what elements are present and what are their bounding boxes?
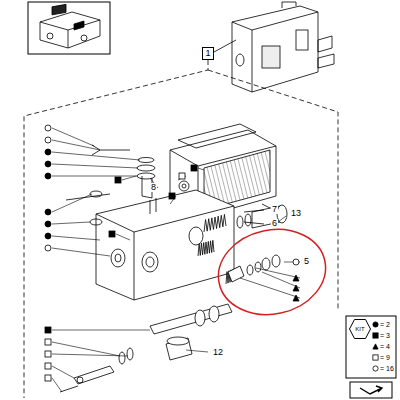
leader-line bbox=[52, 330, 150, 331]
leader-line bbox=[52, 354, 128, 356]
leader-line bbox=[198, 168, 204, 170]
part-markers bbox=[45, 125, 300, 392]
part-marker bbox=[45, 137, 51, 143]
valve-body bbox=[96, 176, 234, 300]
part-marker bbox=[45, 351, 51, 357]
legend-symbol bbox=[372, 343, 379, 350]
part-marker bbox=[109, 231, 115, 237]
leader-line bbox=[52, 128, 94, 146]
legend-row: = 3 bbox=[372, 332, 390, 339]
callout-number: 5 bbox=[303, 257, 310, 266]
leader-line bbox=[116, 234, 130, 240]
leader-line bbox=[52, 248, 110, 256]
leader-line bbox=[256, 268, 300, 278]
part-marker bbox=[115, 177, 121, 183]
kit-hexagon: KIT bbox=[349, 319, 371, 339]
legend-row: = 2 bbox=[372, 321, 390, 328]
callout-number: 1 bbox=[205, 49, 210, 58]
part-marker bbox=[45, 149, 51, 155]
leader-line bbox=[52, 164, 138, 168]
leader-line bbox=[52, 366, 74, 378]
leader-line bbox=[52, 140, 100, 150]
valve-assembly bbox=[232, 2, 334, 92]
leader-line bbox=[52, 236, 100, 240]
legend-text: = 3 bbox=[380, 332, 390, 339]
part-marker bbox=[373, 366, 378, 371]
callout-number: 8 bbox=[150, 183, 157, 192]
legend-symbol bbox=[372, 365, 379, 372]
part-marker bbox=[45, 375, 51, 381]
spring-coil bbox=[198, 240, 214, 256]
part-marker bbox=[373, 333, 378, 338]
callout-number: 7 bbox=[271, 205, 278, 214]
lower-parts bbox=[60, 304, 232, 392]
part-marker bbox=[169, 193, 175, 199]
legend-row: = 4 bbox=[372, 343, 390, 350]
legend-text: = 2 bbox=[380, 321, 390, 328]
part-marker bbox=[179, 173, 185, 179]
legend-row: = 16 bbox=[372, 365, 394, 372]
spring-coil bbox=[204, 214, 226, 232]
legend-symbol bbox=[372, 354, 379, 361]
legend-text: = 16 bbox=[380, 365, 394, 372]
part-marker bbox=[45, 245, 51, 251]
leader-line bbox=[262, 272, 300, 288]
part-marker bbox=[45, 161, 51, 167]
part-marker bbox=[45, 173, 51, 179]
legend-box bbox=[346, 316, 396, 378]
leader-line bbox=[52, 176, 138, 177]
screw bbox=[244, 210, 264, 212]
part-marker bbox=[293, 259, 299, 265]
part-marker bbox=[293, 285, 299, 291]
leader-line bbox=[278, 216, 286, 222]
navigation-icon bbox=[350, 382, 392, 398]
leader-line bbox=[52, 194, 92, 212]
o-rings bbox=[66, 145, 155, 225]
leader-line bbox=[186, 350, 208, 352]
part-marker bbox=[373, 344, 378, 349]
leader-line bbox=[214, 40, 236, 52]
legend-text: = 9 bbox=[380, 354, 390, 361]
legend-symbol bbox=[372, 321, 379, 328]
part-marker bbox=[45, 221, 51, 227]
part-marker bbox=[191, 165, 197, 171]
legend-symbol bbox=[372, 332, 379, 339]
callout-box: 1 bbox=[202, 47, 214, 60]
part-marker bbox=[45, 339, 51, 345]
part-marker bbox=[45, 327, 51, 333]
callout-number: 12 bbox=[212, 348, 224, 357]
leader-line bbox=[240, 278, 300, 298]
spool bbox=[237, 205, 287, 228]
leader-line bbox=[122, 176, 136, 180]
part-marker bbox=[45, 125, 51, 131]
legend-row: = 9 bbox=[372, 354, 390, 361]
relief-valve-parts bbox=[228, 255, 280, 282]
part-marker bbox=[373, 322, 378, 327]
callout-number: 13 bbox=[290, 209, 302, 218]
part-marker bbox=[293, 275, 299, 281]
thumbnail bbox=[28, 2, 110, 54]
kit-label: KIT bbox=[355, 326, 364, 332]
leader-line bbox=[244, 222, 264, 224]
part-marker bbox=[373, 355, 378, 360]
leader-line bbox=[52, 342, 120, 356]
leader-line bbox=[52, 222, 90, 224]
part-marker bbox=[293, 295, 299, 301]
leader-line bbox=[52, 378, 62, 392]
leader-line bbox=[52, 152, 140, 160]
part-marker bbox=[45, 209, 51, 215]
callout-number: 6 bbox=[271, 219, 278, 228]
part-marker bbox=[45, 363, 51, 369]
legend-text: = 4 bbox=[380, 343, 390, 350]
part-marker bbox=[45, 233, 51, 239]
